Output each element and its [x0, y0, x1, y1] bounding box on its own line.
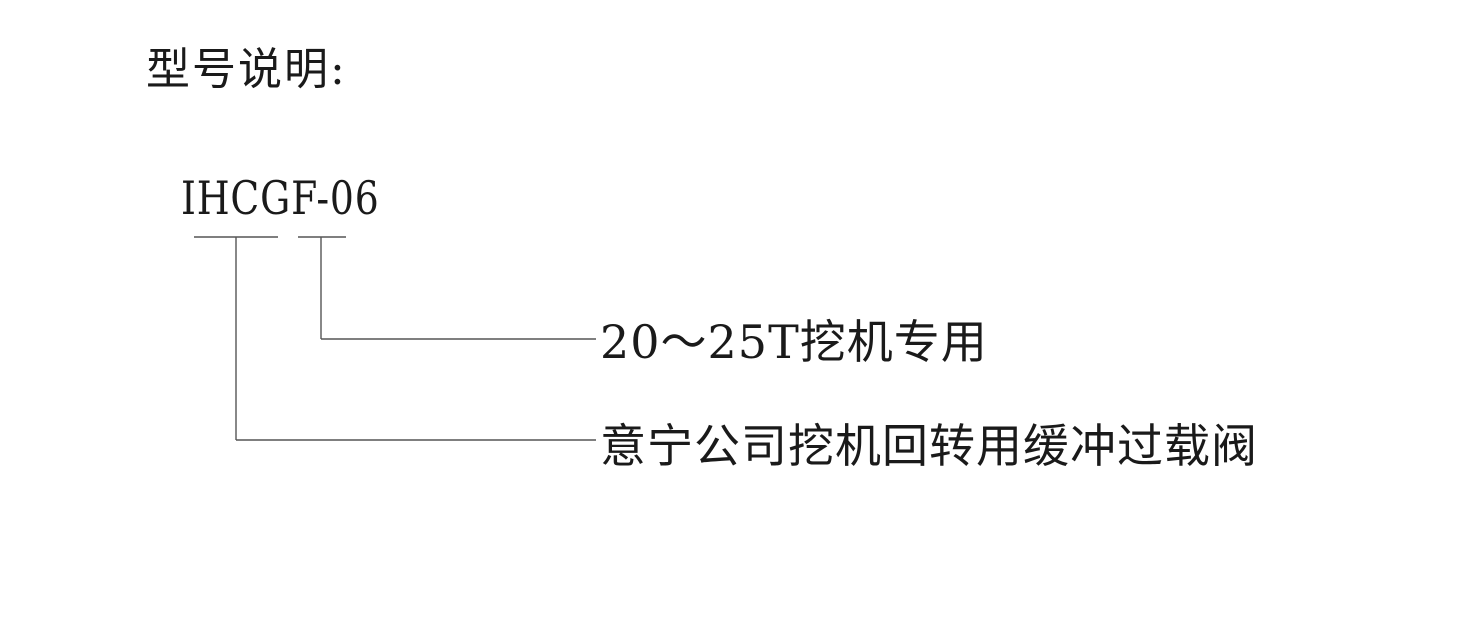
product-annotation: 意宁公司挖机回转用缓冲过载阀	[600, 419, 1258, 473]
page-heading: 型号说明:	[146, 44, 347, 95]
model-code: IHCGF-06	[181, 171, 380, 225]
usage-annotation: 20～25T挖机专用	[600, 315, 988, 369]
